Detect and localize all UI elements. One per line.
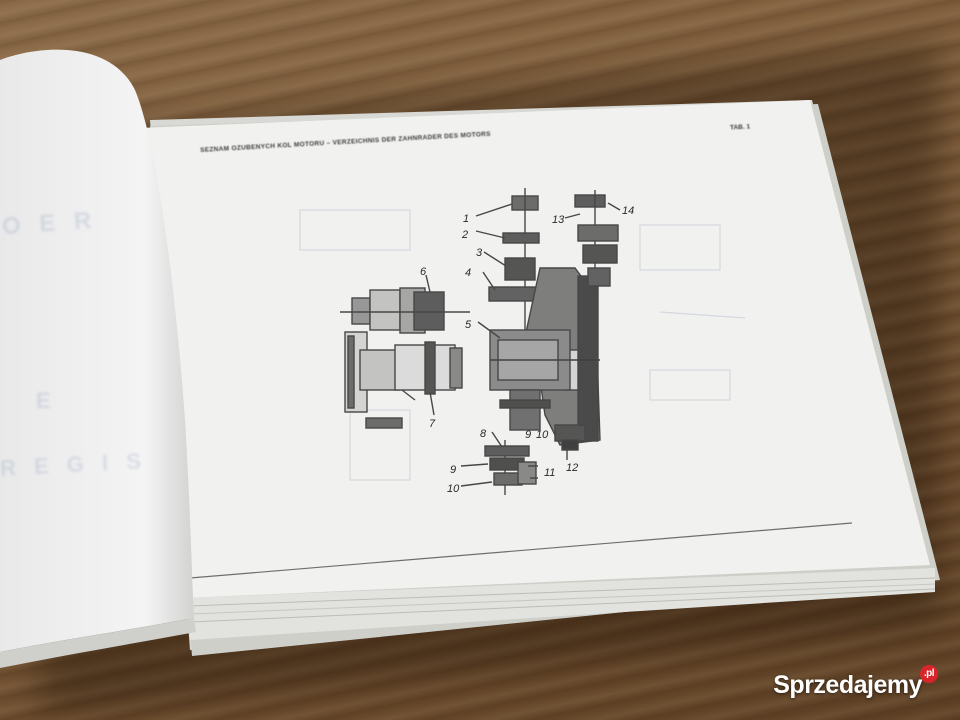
watermark-logo: Sprzedajemy.pl: [773, 665, 938, 700]
part-number-5: 5: [465, 319, 472, 331]
watermark-badge: .pl: [920, 665, 938, 683]
ghost-text-line2: E: [36, 388, 57, 413]
part-number-10b: 10: [447, 483, 460, 495]
part-number-9: 9: [525, 429, 531, 441]
part-number-11: 11: [544, 467, 555, 479]
part-number-9b: 9: [450, 464, 456, 476]
part-number-1: 1: [463, 213, 469, 225]
watermark-text: Sprzedajemy: [773, 671, 922, 699]
part-number-14: 14: [622, 205, 634, 217]
part-number-10: 10: [536, 429, 549, 441]
part-number-12: 12: [566, 462, 578, 474]
part-number-2: 2: [461, 229, 468, 241]
part-number-8: 8: [480, 428, 487, 440]
part-number-13: 13: [552, 214, 565, 226]
part-number-4: 4: [465, 267, 471, 279]
part-number-6: 6: [420, 266, 427, 278]
part-number-3: 3: [476, 247, 483, 259]
part-number-7: 7: [429, 418, 436, 430]
